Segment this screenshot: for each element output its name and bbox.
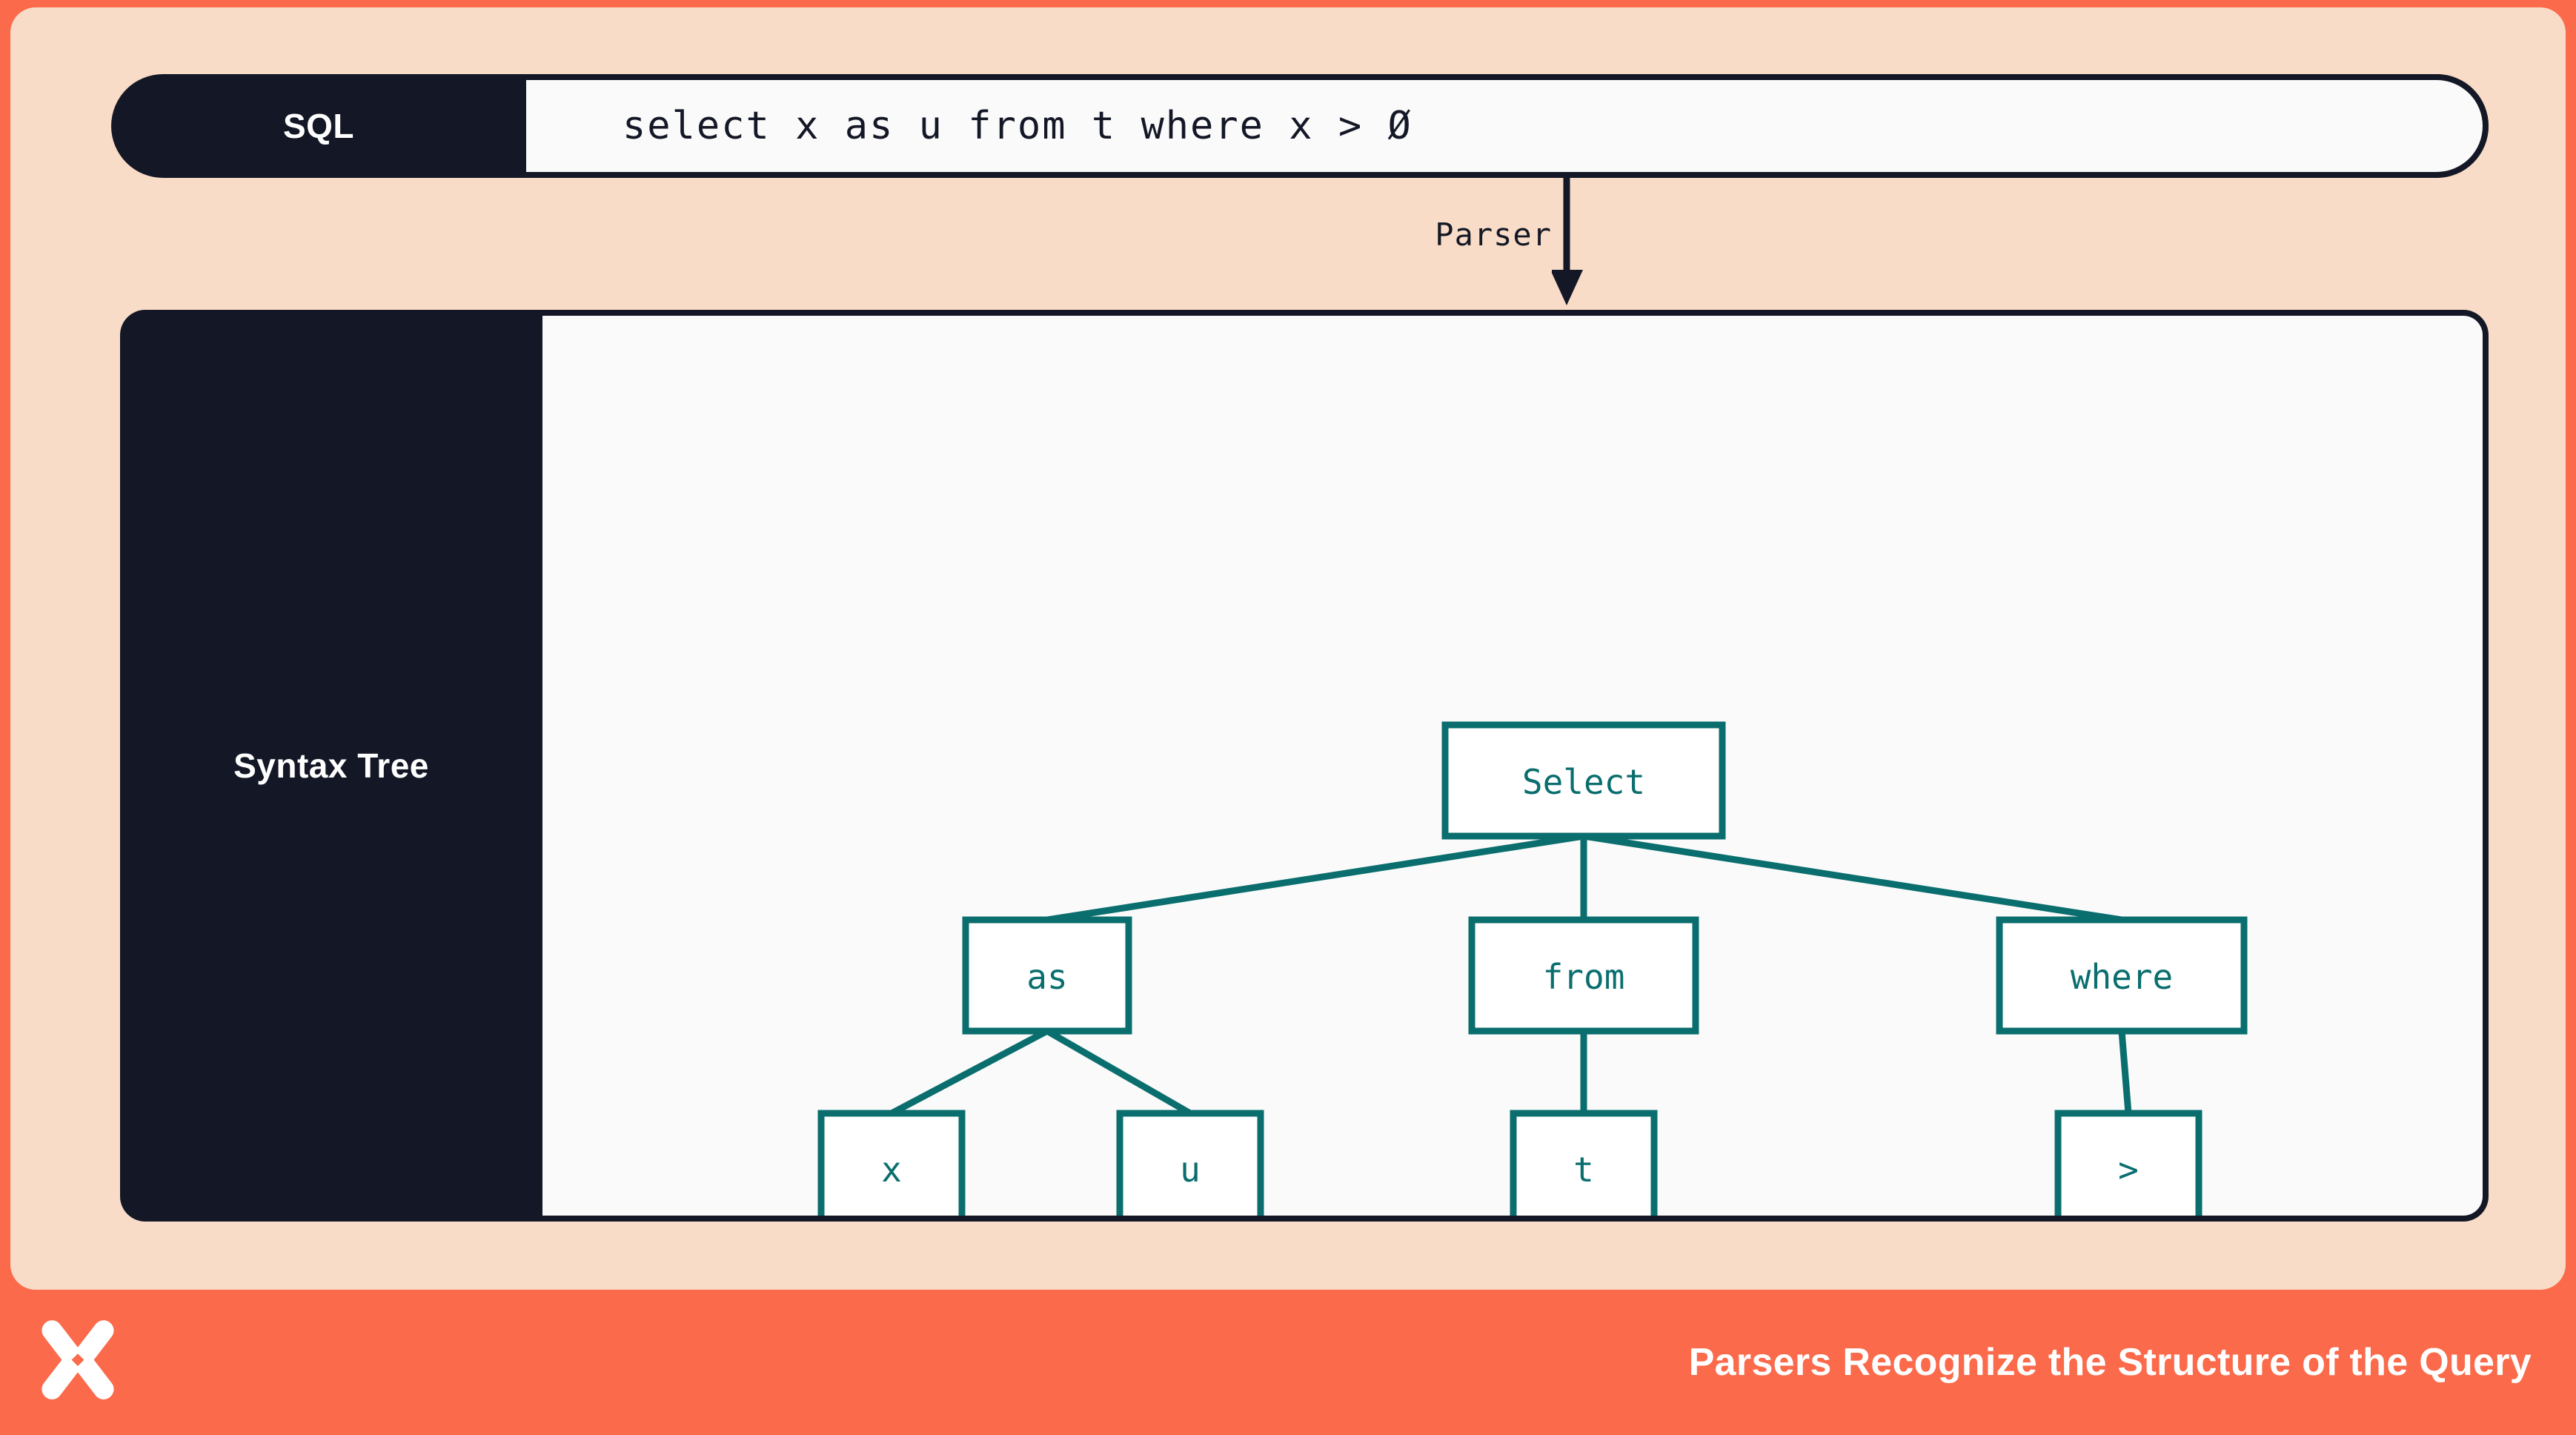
tree-node[interactable]: t bbox=[1510, 1110, 1658, 1222]
tree-node-box bbox=[962, 916, 1132, 1035]
tree-node-label: from bbox=[1543, 957, 1625, 997]
tree-node-box bbox=[1116, 1110, 1264, 1216]
syntax-tree-label: Syntax Tree bbox=[233, 746, 429, 785]
tree-edge bbox=[1045, 1028, 1192, 1116]
tree-node[interactable]: > bbox=[2054, 1110, 2202, 1222]
tree-edge bbox=[889, 1028, 1049, 1116]
tree-node-label: u bbox=[1180, 1150, 1201, 1190]
tree-node[interactable]: Select bbox=[1441, 721, 1726, 840]
sql-row: SQL select x as u from t where x > Ø bbox=[111, 74, 2489, 178]
tree-node-box bbox=[1441, 721, 1726, 840]
tree-node-box bbox=[1996, 916, 2248, 1035]
tree-node-box bbox=[1510, 1110, 1658, 1216]
tree-node-box bbox=[817, 1110, 966, 1216]
tree-node[interactable]: u bbox=[1116, 1110, 1264, 1222]
arrow-down-icon bbox=[1552, 178, 1583, 305]
footer-bar: Parsers Recognize the Structure of the Q… bbox=[0, 1290, 2576, 1435]
x-star-logo-icon bbox=[42, 1320, 114, 1399]
content-card: SQL select x as u from t where x > Ø Par… bbox=[10, 7, 2566, 1290]
tree-node-box bbox=[2054, 1110, 2202, 1216]
tree-node[interactable]: from bbox=[1468, 916, 1699, 1035]
tree-node[interactable]: x bbox=[817, 1110, 966, 1222]
parser-transform: Parser bbox=[1270, 178, 1685, 311]
parser-label: Parser bbox=[1435, 216, 1552, 253]
tree-node[interactable]: where bbox=[1996, 916, 2248, 1035]
tree-node-box bbox=[1468, 916, 1699, 1035]
sql-query-text: select x as u from t where x > Ø bbox=[623, 104, 1413, 148]
tree-node-label: > bbox=[2118, 1150, 2139, 1190]
tree-edge bbox=[1046, 832, 1584, 924]
syntax-tree-sidebar: Syntax Tree bbox=[120, 310, 542, 1222]
tree-edges bbox=[889, 832, 2132, 1116]
tree-edge bbox=[1583, 832, 2122, 924]
tree-node-label: t bbox=[1573, 1150, 1594, 1190]
tree-node-label: x bbox=[881, 1150, 902, 1190]
tree-node-label: where bbox=[2071, 957, 2173, 997]
footer-caption: Parsers Recognize the Structure of the Q… bbox=[1688, 1341, 2532, 1384]
sql-query-field[interactable]: select x as u from t where x > Ø bbox=[526, 74, 2489, 178]
tree-node[interactable]: as bbox=[962, 916, 1132, 1035]
tree-edge bbox=[2118, 1030, 2132, 1114]
sql-row-label: SQL bbox=[282, 107, 355, 145]
tree-node-label: Select bbox=[1522, 762, 1645, 802]
tree-node-label: as bbox=[1026, 957, 1067, 997]
